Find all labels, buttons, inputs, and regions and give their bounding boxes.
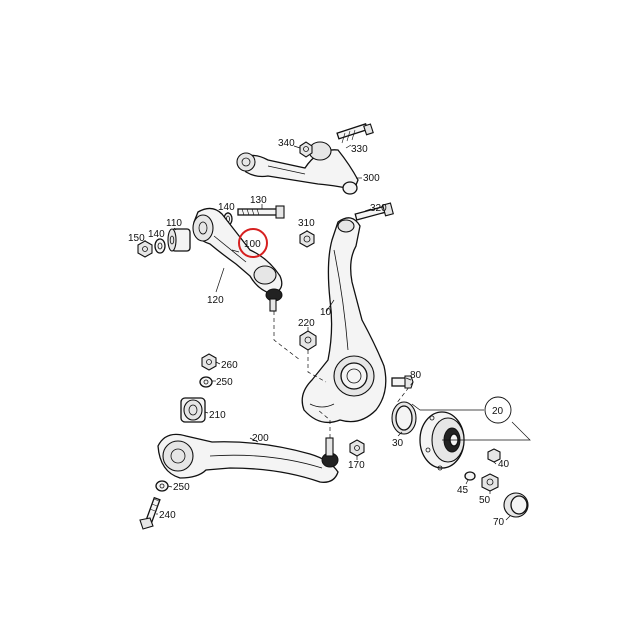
- label-300: 300: [363, 173, 380, 184]
- label-170: 170: [348, 460, 365, 471]
- washer-140-lower: [154, 238, 166, 254]
- bolt-130: [237, 205, 285, 219]
- label-20: 20: [492, 406, 504, 417]
- label-10: 10: [320, 307, 332, 318]
- highlight-circle: [238, 228, 268, 258]
- nut-50: [481, 473, 499, 492]
- label-110: 110: [166, 218, 182, 229]
- label-80: 80: [410, 370, 422, 381]
- nut-310: [299, 230, 315, 248]
- bolt-40: [487, 448, 501, 463]
- upper-control-arm-300: [236, 141, 359, 195]
- label-310: 310: [298, 218, 315, 229]
- label-140-lower: 140: [148, 229, 165, 240]
- control-arm-100: [192, 207, 283, 312]
- label-70: 70: [493, 517, 505, 528]
- nut-260: [201, 353, 217, 371]
- bushing-110: [167, 228, 191, 252]
- label-150: 150: [128, 233, 145, 244]
- label-45: 45: [457, 485, 469, 496]
- label-50: 50: [479, 495, 491, 506]
- nut-170: [349, 439, 365, 457]
- nut-340: [299, 141, 313, 158]
- label-120: 120: [207, 295, 224, 306]
- label-130: 130: [250, 195, 267, 206]
- label-340: 340: [278, 138, 295, 149]
- bolt-240: [139, 496, 161, 530]
- label-220: 220: [298, 318, 315, 329]
- label-320: 320: [370, 203, 387, 214]
- seal-ring-30: [391, 401, 417, 435]
- label-40: 40: [498, 459, 510, 470]
- bushing-210: [180, 397, 206, 423]
- label-200: 200: [252, 433, 269, 444]
- leader-lines: [144, 144, 531, 521]
- bolt-330: [336, 123, 374, 144]
- label-100: 100: [244, 239, 261, 250]
- washer-45: [464, 471, 476, 481]
- label-30: 30: [392, 438, 404, 449]
- label-240: 240: [159, 510, 176, 521]
- callout-circle-20: [484, 396, 512, 424]
- lower-control-arm-200: [157, 433, 339, 483]
- label-250-lower: 250: [173, 482, 190, 493]
- label-210: 210: [209, 410, 226, 421]
- label-260: 260: [221, 360, 238, 371]
- bolt-320: [354, 202, 394, 221]
- label-140-upper: 140: [218, 202, 235, 213]
- nut-220: [299, 330, 317, 351]
- label-330: 330: [351, 144, 368, 155]
- steering-knuckle-10: [301, 217, 387, 424]
- part-labels: 340 330 300 130 140 320 310 110 140 150 …: [128, 138, 510, 528]
- label-250-upper: 250: [216, 377, 233, 388]
- washer-250-lower: [155, 480, 169, 492]
- wheel-hub-20: [419, 411, 465, 471]
- dust-cap-70: [503, 492, 529, 518]
- washer-250-upper: [199, 376, 213, 388]
